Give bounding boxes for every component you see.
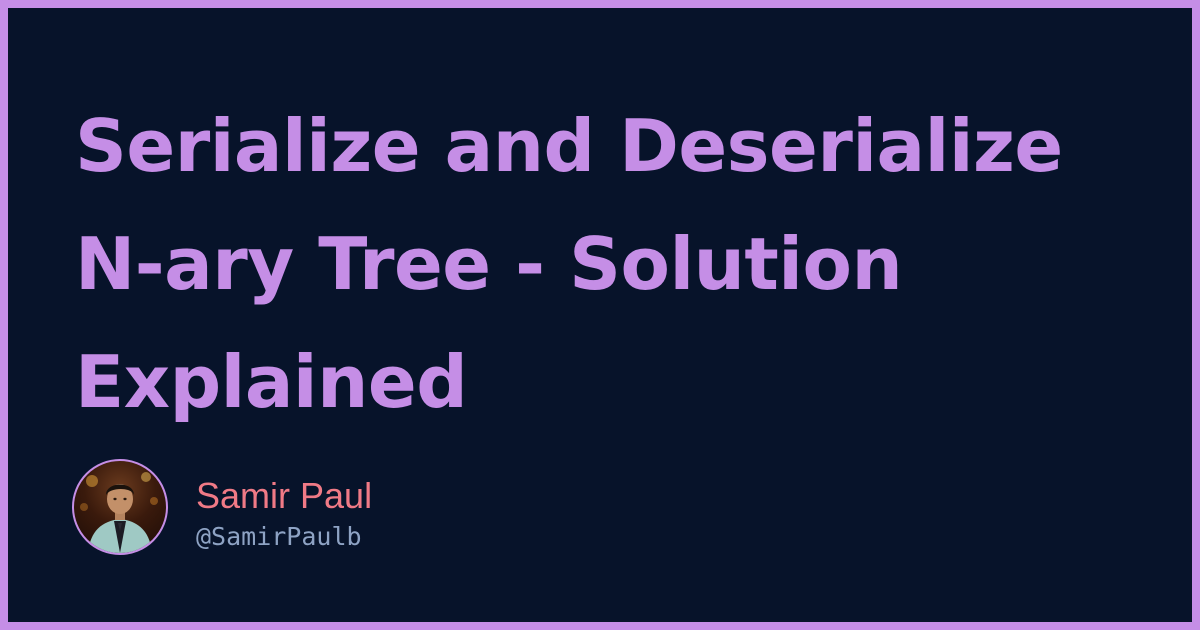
title-line: Serialize and Deserialize — [75, 104, 1063, 188]
page-title: Serialize and Deserialize N-ary Tree - S… — [75, 87, 1155, 441]
og-card: Serialize and Deserialize N-ary Tree - S… — [8, 8, 1192, 622]
person-avatar-icon — [80, 472, 158, 553]
author-name: Samir Paul — [196, 475, 373, 516]
author-avatar — [72, 459, 168, 555]
title-line: N-ary Tree - Solution — [75, 222, 903, 306]
title-line: Explained — [75, 340, 468, 424]
author-handle: @SamirPaulb — [196, 522, 362, 551]
